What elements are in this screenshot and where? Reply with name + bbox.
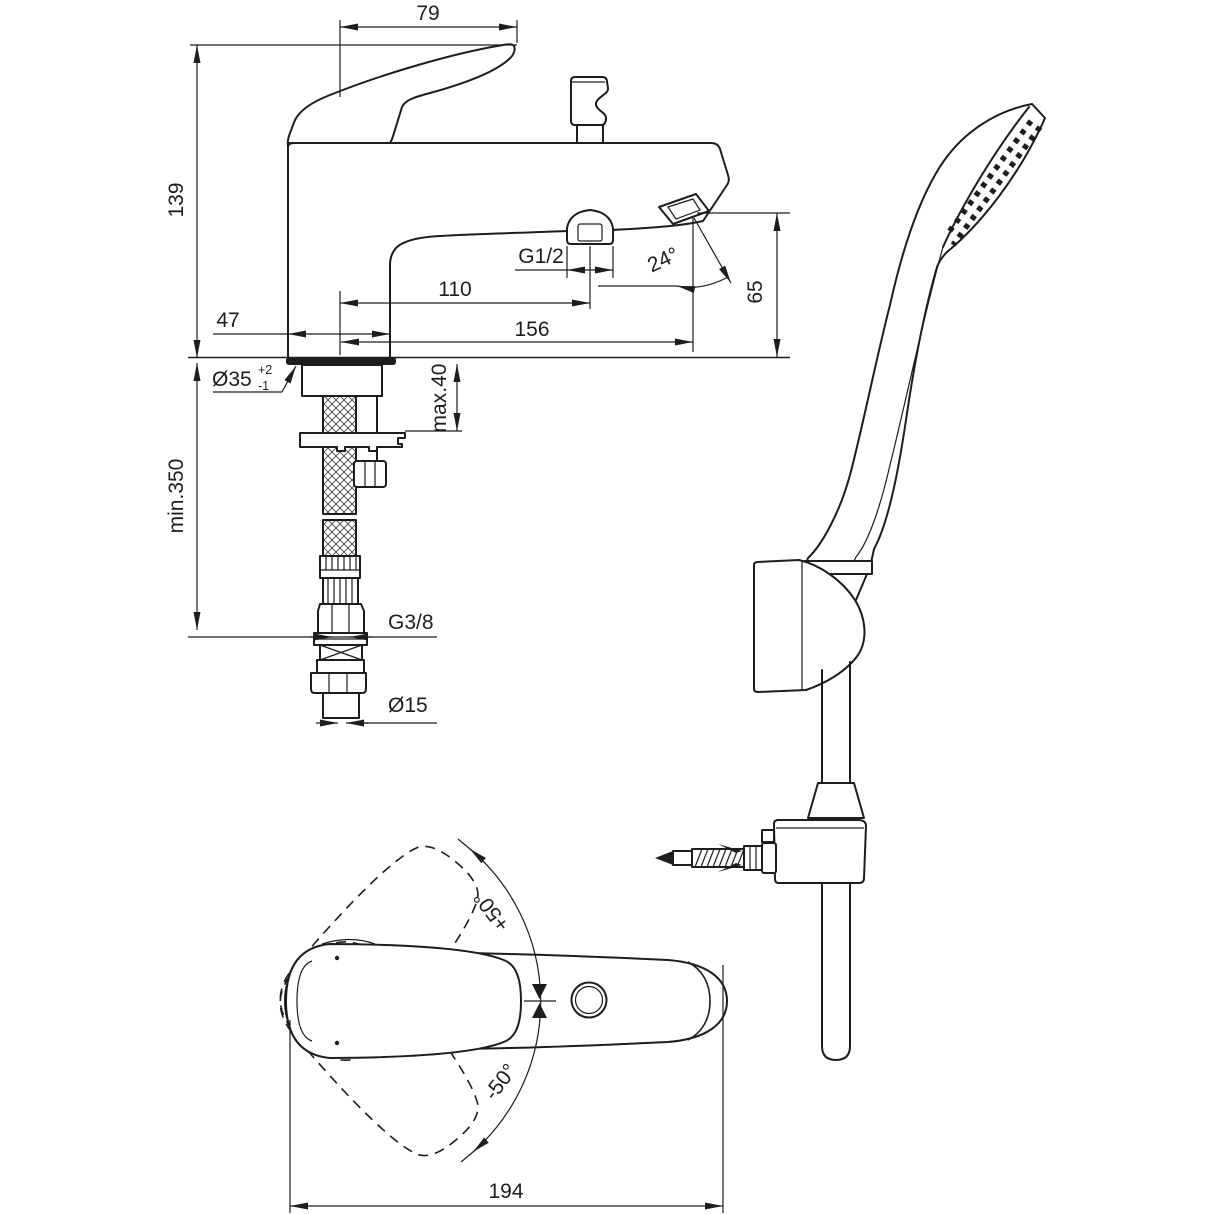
plan-diverter-outer [570, 981, 608, 1019]
plug-collar [761, 842, 777, 874]
angle-24-slant [693, 217, 732, 284]
aerator-face [577, 223, 603, 242]
dim-g38-label: G3/8 [388, 611, 434, 634]
angle-24-arc [676, 276, 729, 293]
shower-tip-face [946, 103, 1046, 253]
diverter-knob [570, 76, 609, 126]
threaded-shank-upper [355, 395, 378, 434]
plug-body [743, 845, 763, 871]
shank-flange [301, 364, 383, 397]
shank-nut [353, 460, 387, 488]
screw-and-wall-plug [655, 842, 777, 874]
tail-pipe [322, 692, 360, 719]
dim-dia15-label: Ø15 [388, 694, 428, 717]
dim-110-label: 110 [438, 278, 471, 301]
aerator-housing [566, 209, 614, 245]
faucet-body-outline [287, 142, 730, 359]
faucet-side-view [286, 43, 730, 365]
plug-fin-top [718, 844, 742, 853]
plan-lever [285, 943, 522, 1059]
clamp-plate [299, 432, 406, 452]
dia35-tol-minus: -1 [258, 379, 269, 393]
plug-fin-bottom [718, 863, 742, 872]
angle-24-label: 24° [644, 243, 683, 277]
swivel-plus50-label: +50° [469, 886, 514, 935]
swivel-neutral-marker-top [532, 984, 547, 999]
wall-bracket [773, 819, 867, 884]
screw-tip [655, 851, 673, 865]
dia35-label: Ø35 [212, 368, 252, 391]
plan-lever-nose-chamfer [296, 960, 313, 1042]
braided-hose [322, 395, 357, 557]
spray-nozzles-row2 [943, 119, 1034, 238]
shower-back-edge [805, 103, 1033, 564]
dim-139-label: 139 [165, 182, 188, 217]
hand-shower [655, 103, 1046, 1061]
shower-hose-lower [821, 882, 851, 1061]
plan-lever-nose-bump [321, 938, 376, 945]
wall-bracket-tab [761, 829, 775, 843]
under-counter-assembly [299, 364, 406, 719]
shower-seam [942, 106, 1030, 248]
dim-g12-label: G1/2 [518, 245, 564, 268]
swivel-minus50-label: -50° [480, 1060, 522, 1105]
shower-hose-upper [821, 661, 851, 784]
swivel-neutral-marker-bottom [532, 1003, 547, 1018]
hose-protector-cone [807, 782, 865, 819]
lever-handle [286, 43, 516, 147]
dim-47-label: 47 [216, 309, 239, 332]
plan-lever-dot-top [334, 955, 340, 961]
compression-nut [310, 672, 367, 694]
dim-79-label: 79 [416, 2, 439, 25]
plan-view [279, 845, 728, 1157]
plan-diverter-inner [574, 985, 604, 1015]
dim-65-label: 65 [744, 280, 767, 303]
dia35-leader [281, 365, 297, 393]
shower-handle-seam [852, 246, 944, 564]
spray-nozzles-row1 [950, 125, 1043, 247]
dim-194-label: 194 [488, 1180, 523, 1203]
shower-front-edge [870, 251, 948, 564]
diverter-neck [576, 124, 604, 144]
spout-nozzle-inner [667, 198, 701, 220]
swivel-arc [469, 848, 542, 1153]
screw-shank [672, 850, 693, 866]
spout-nozzle [658, 193, 710, 225]
shower-holder-cup [753, 559, 866, 693]
dim-156-label: 156 [514, 318, 549, 341]
plan-lever-dot-bottom [334, 1040, 340, 1046]
lock-ring [316, 659, 365, 674]
dim-min350-label: min.350 [165, 459, 188, 534]
dim-max40-label: max.40 [428, 364, 451, 433]
base-gasket [286, 357, 396, 365]
plan-body-end-chamfer [687, 961, 711, 1041]
dia35-tol-plus: +2 [258, 363, 272, 377]
g38-nut [317, 603, 365, 634]
